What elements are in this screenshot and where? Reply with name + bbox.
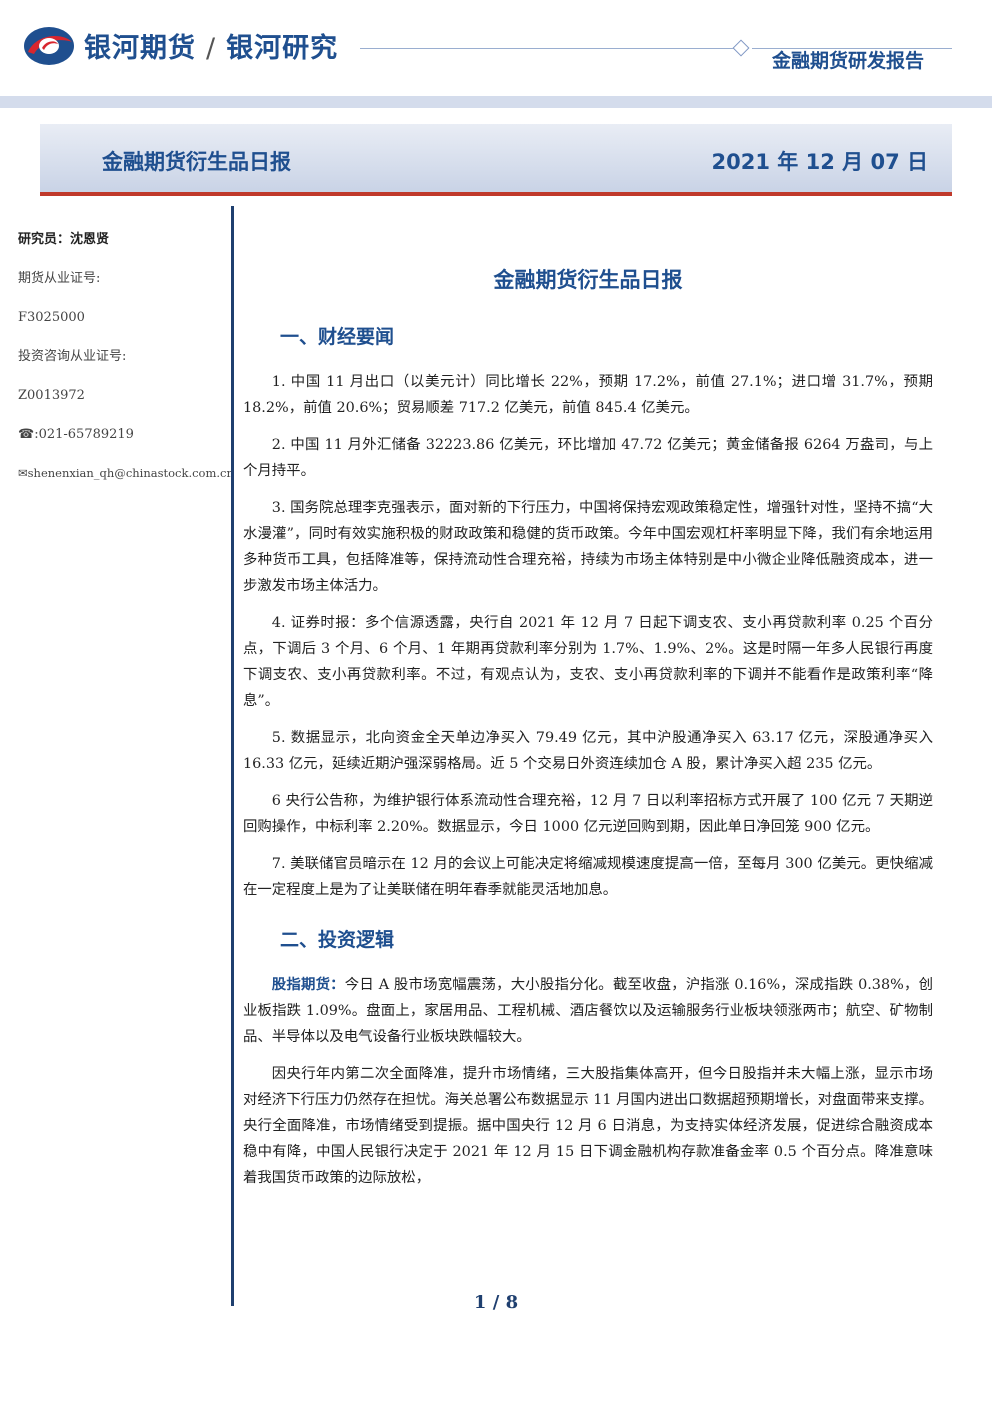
report-date: 2021 年 12 月 07 日	[711, 150, 928, 174]
brand-separator: /	[206, 33, 217, 64]
advisory-cert-label: 投资咨询从业证号:	[18, 349, 127, 364]
galaxy-logo-icon	[24, 27, 74, 65]
header-rule-right	[752, 48, 952, 49]
logic-text: 今日 A 股市场宽幅震荡，大小股指分化。截至收盘，沪指涨 0.16%，深成指跌 …	[243, 977, 933, 1045]
analyst-name: 研究员：沈恩贤	[18, 232, 110, 247]
logic-lead: 股指期货：	[271, 977, 345, 993]
news-item: 4. 证券时报：多个信源透露，央行自 2021 年 12 月 7 日起下调支农、…	[243, 615, 933, 709]
section-heading-logic: 二、投资逻辑	[280, 929, 395, 951]
news-item: 3. 国务院总理李克强表示，面对新的下行压力，中国将保持宏观政策稳定性，增强针对…	[243, 500, 933, 594]
page-sep: /	[492, 1292, 500, 1313]
news-item: 1. 中国 11 月出口（以美元计）同比增长 22%，预期 17.2%，前值 2…	[243, 374, 933, 416]
advisory-cert: Z0013972	[18, 388, 85, 403]
news-item: 6 央行公告称，为维护银行体系流动性合理充裕，12 月 7 日以利率招标方式开展…	[243, 793, 933, 835]
email-link[interactable]: ✉shenenxian_qh@chinastock.com.cn	[18, 466, 234, 480]
page-current: 1	[473, 1292, 487, 1313]
report-type: 金融期货研发报告	[771, 50, 924, 72]
title-bar: 金融期货衍生品日报 2021 年 12 月 07 日	[40, 124, 952, 196]
divider	[231, 206, 234, 1306]
logic-paragraph: 因央行年内第二次全面降准，提升市场情绪，三大股指集体高开，但今日股指并未大幅上涨…	[243, 1066, 933, 1186]
analyst-sidebar: 研究员：沈恩贤 期货从业证号: F3025000 投资咨询从业证号: Z0013…	[18, 220, 234, 493]
brand-name: 银河期货 / 银河研究	[84, 26, 338, 65]
brand-research: 银河研究	[226, 33, 339, 64]
page-number: 1 / 8	[0, 1292, 992, 1313]
report-name: 金融期货衍生品日报	[102, 150, 291, 174]
section-heading-news: 一、财经要闻	[280, 326, 395, 348]
phone: ☎:021-65789219	[18, 427, 134, 442]
page-total: 8	[505, 1292, 519, 1313]
news-item: 7. 美联储官员暗示在 12 月的会议上可能决定将缩减规模速度提高一倍，至每月 …	[243, 856, 933, 898]
brand-company: 银河期货	[84, 33, 196, 64]
page-header: 银河期货 / 银河研究 金融期货研发报告	[0, 0, 992, 108]
news-item: 5. 数据显示，北向资金全天单边净买入 79.49 亿元，其中沪股通净买入 63…	[243, 730, 933, 772]
diamond-icon	[732, 39, 750, 57]
main-content: 金融期货衍生品日报 一、财经要闻 1. 中国 11 月出口（以美元计）同比增长 …	[243, 262, 933, 1202]
document-title: 金融期货衍生品日报	[493, 268, 683, 292]
news-item: 2. 中国 11 月外汇储备 32223.86 亿美元，环比增加 47.72 亿…	[243, 437, 933, 479]
header-rule	[360, 48, 740, 49]
logic-paragraph: 股指期货：今日 A 股市场宽幅震荡，大小股指分化。截至收盘，沪指涨 0.16%，…	[243, 972, 933, 1050]
header-band	[0, 96, 992, 108]
futures-cert: F3025000	[18, 310, 85, 325]
futures-cert-label: 期货从业证号:	[18, 271, 101, 286]
